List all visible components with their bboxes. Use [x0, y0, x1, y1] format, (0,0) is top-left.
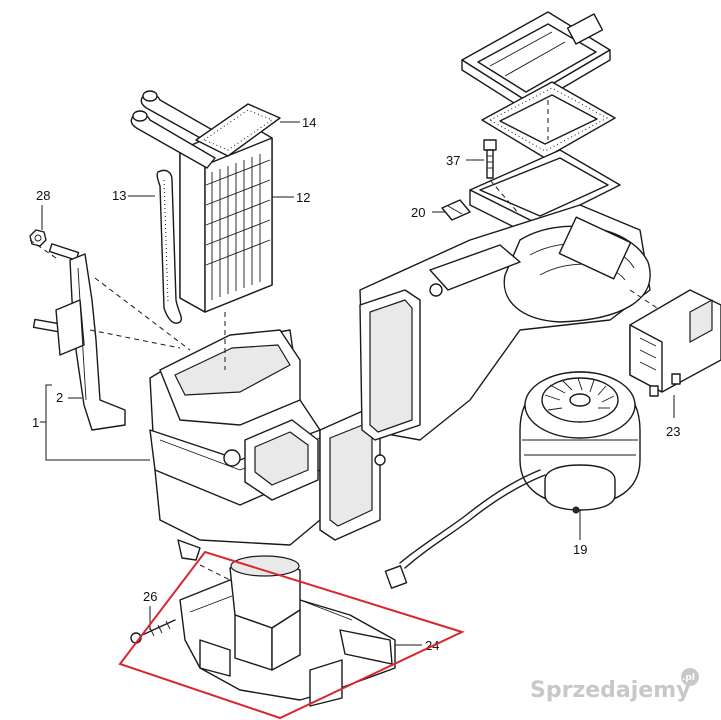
callout-23: 23 [666, 424, 680, 439]
callout-12: 12 [296, 190, 310, 205]
callout-28: 28 [36, 188, 50, 203]
resistor-module [629, 289, 721, 397]
heater-core [130, 90, 273, 313]
filter-frame [461, 11, 611, 111]
watermark-badge-text: .pl [682, 673, 695, 683]
bleed-screw [483, 139, 497, 179]
blower-motor [519, 371, 641, 511]
callout-13: 13 [112, 188, 126, 203]
callout-20: 20 [411, 205, 425, 220]
callout-2: 2 [56, 390, 63, 405]
callout-37: 37 [446, 153, 460, 168]
heater-gasket [195, 103, 281, 157]
heater-housing [149, 329, 386, 561]
heater-seal-strip [156, 169, 183, 324]
watermark-badge [681, 668, 699, 686]
watermark-text: Sprzedajemy [530, 678, 691, 703]
highlight-outline [118, 550, 465, 720]
callout-1: 1 [32, 415, 39, 430]
callout-19: 19 [573, 542, 587, 557]
blower-housing [359, 204, 651, 441]
clip [441, 199, 471, 221]
nut [29, 229, 47, 247]
motor-wire [384, 469, 580, 589]
watermark: Sprzedajemy .pl [530, 668, 699, 703]
callout-14: 14 [302, 115, 316, 130]
assembly-lines [29, 100, 661, 581]
heater-core-fins [205, 154, 271, 300]
leader-lines [40, 121, 675, 646]
callout-labels: 28 13 14 12 2 1 37 20 23 19 26 24 [32, 115, 680, 653]
callout-26: 26 [143, 589, 157, 604]
mounting-bracket [55, 253, 126, 431]
blower-wheel-blades [544, 377, 615, 411]
